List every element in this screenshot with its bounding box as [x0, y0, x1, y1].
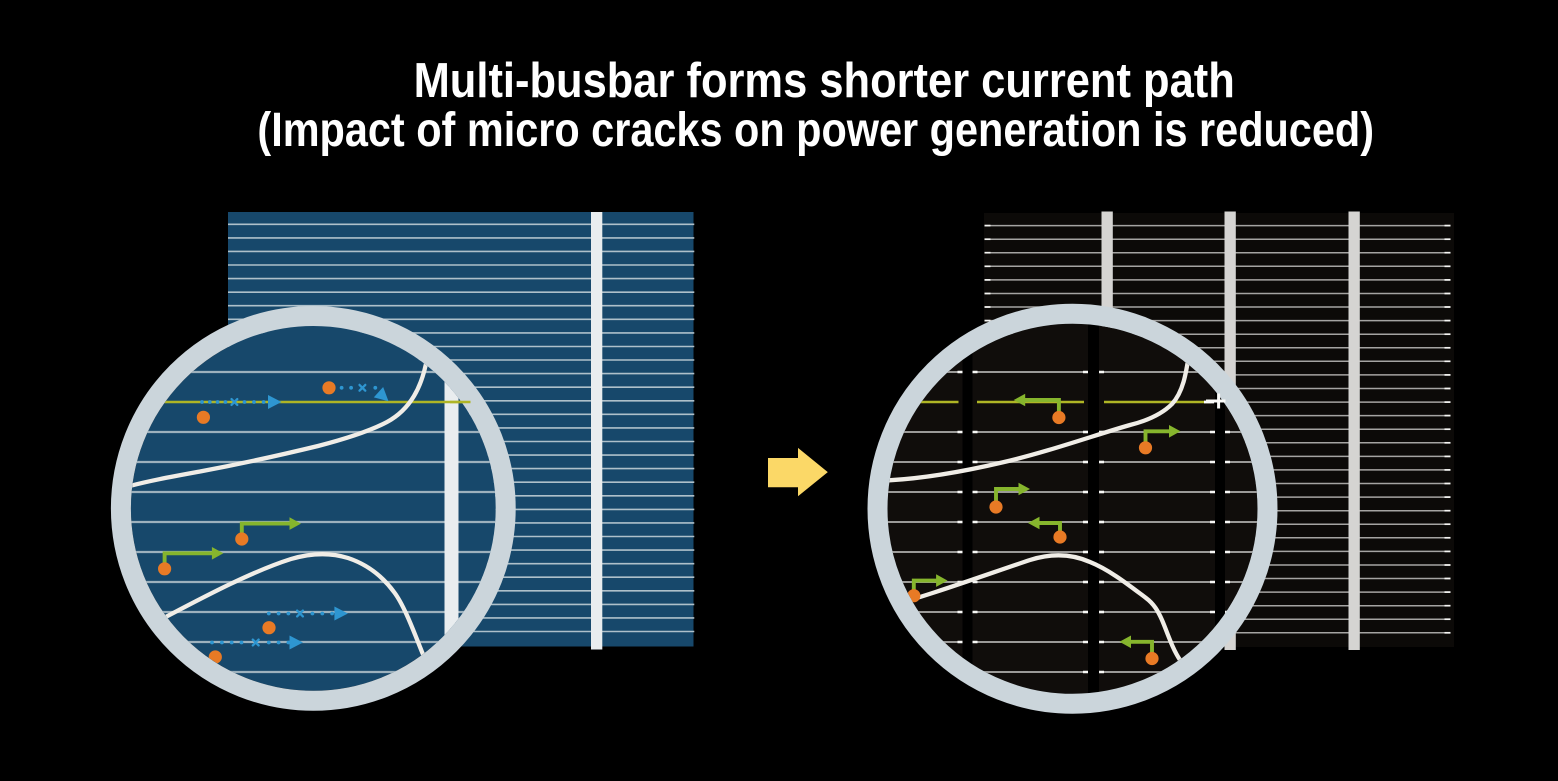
svg-text:(Impact of micro cracks on pow: (Impact of micro cracks on power generat…: [257, 104, 1374, 157]
svg-text:Multi-busbar forms shorter cur: Multi-busbar forms shorter current path: [414, 54, 1235, 108]
